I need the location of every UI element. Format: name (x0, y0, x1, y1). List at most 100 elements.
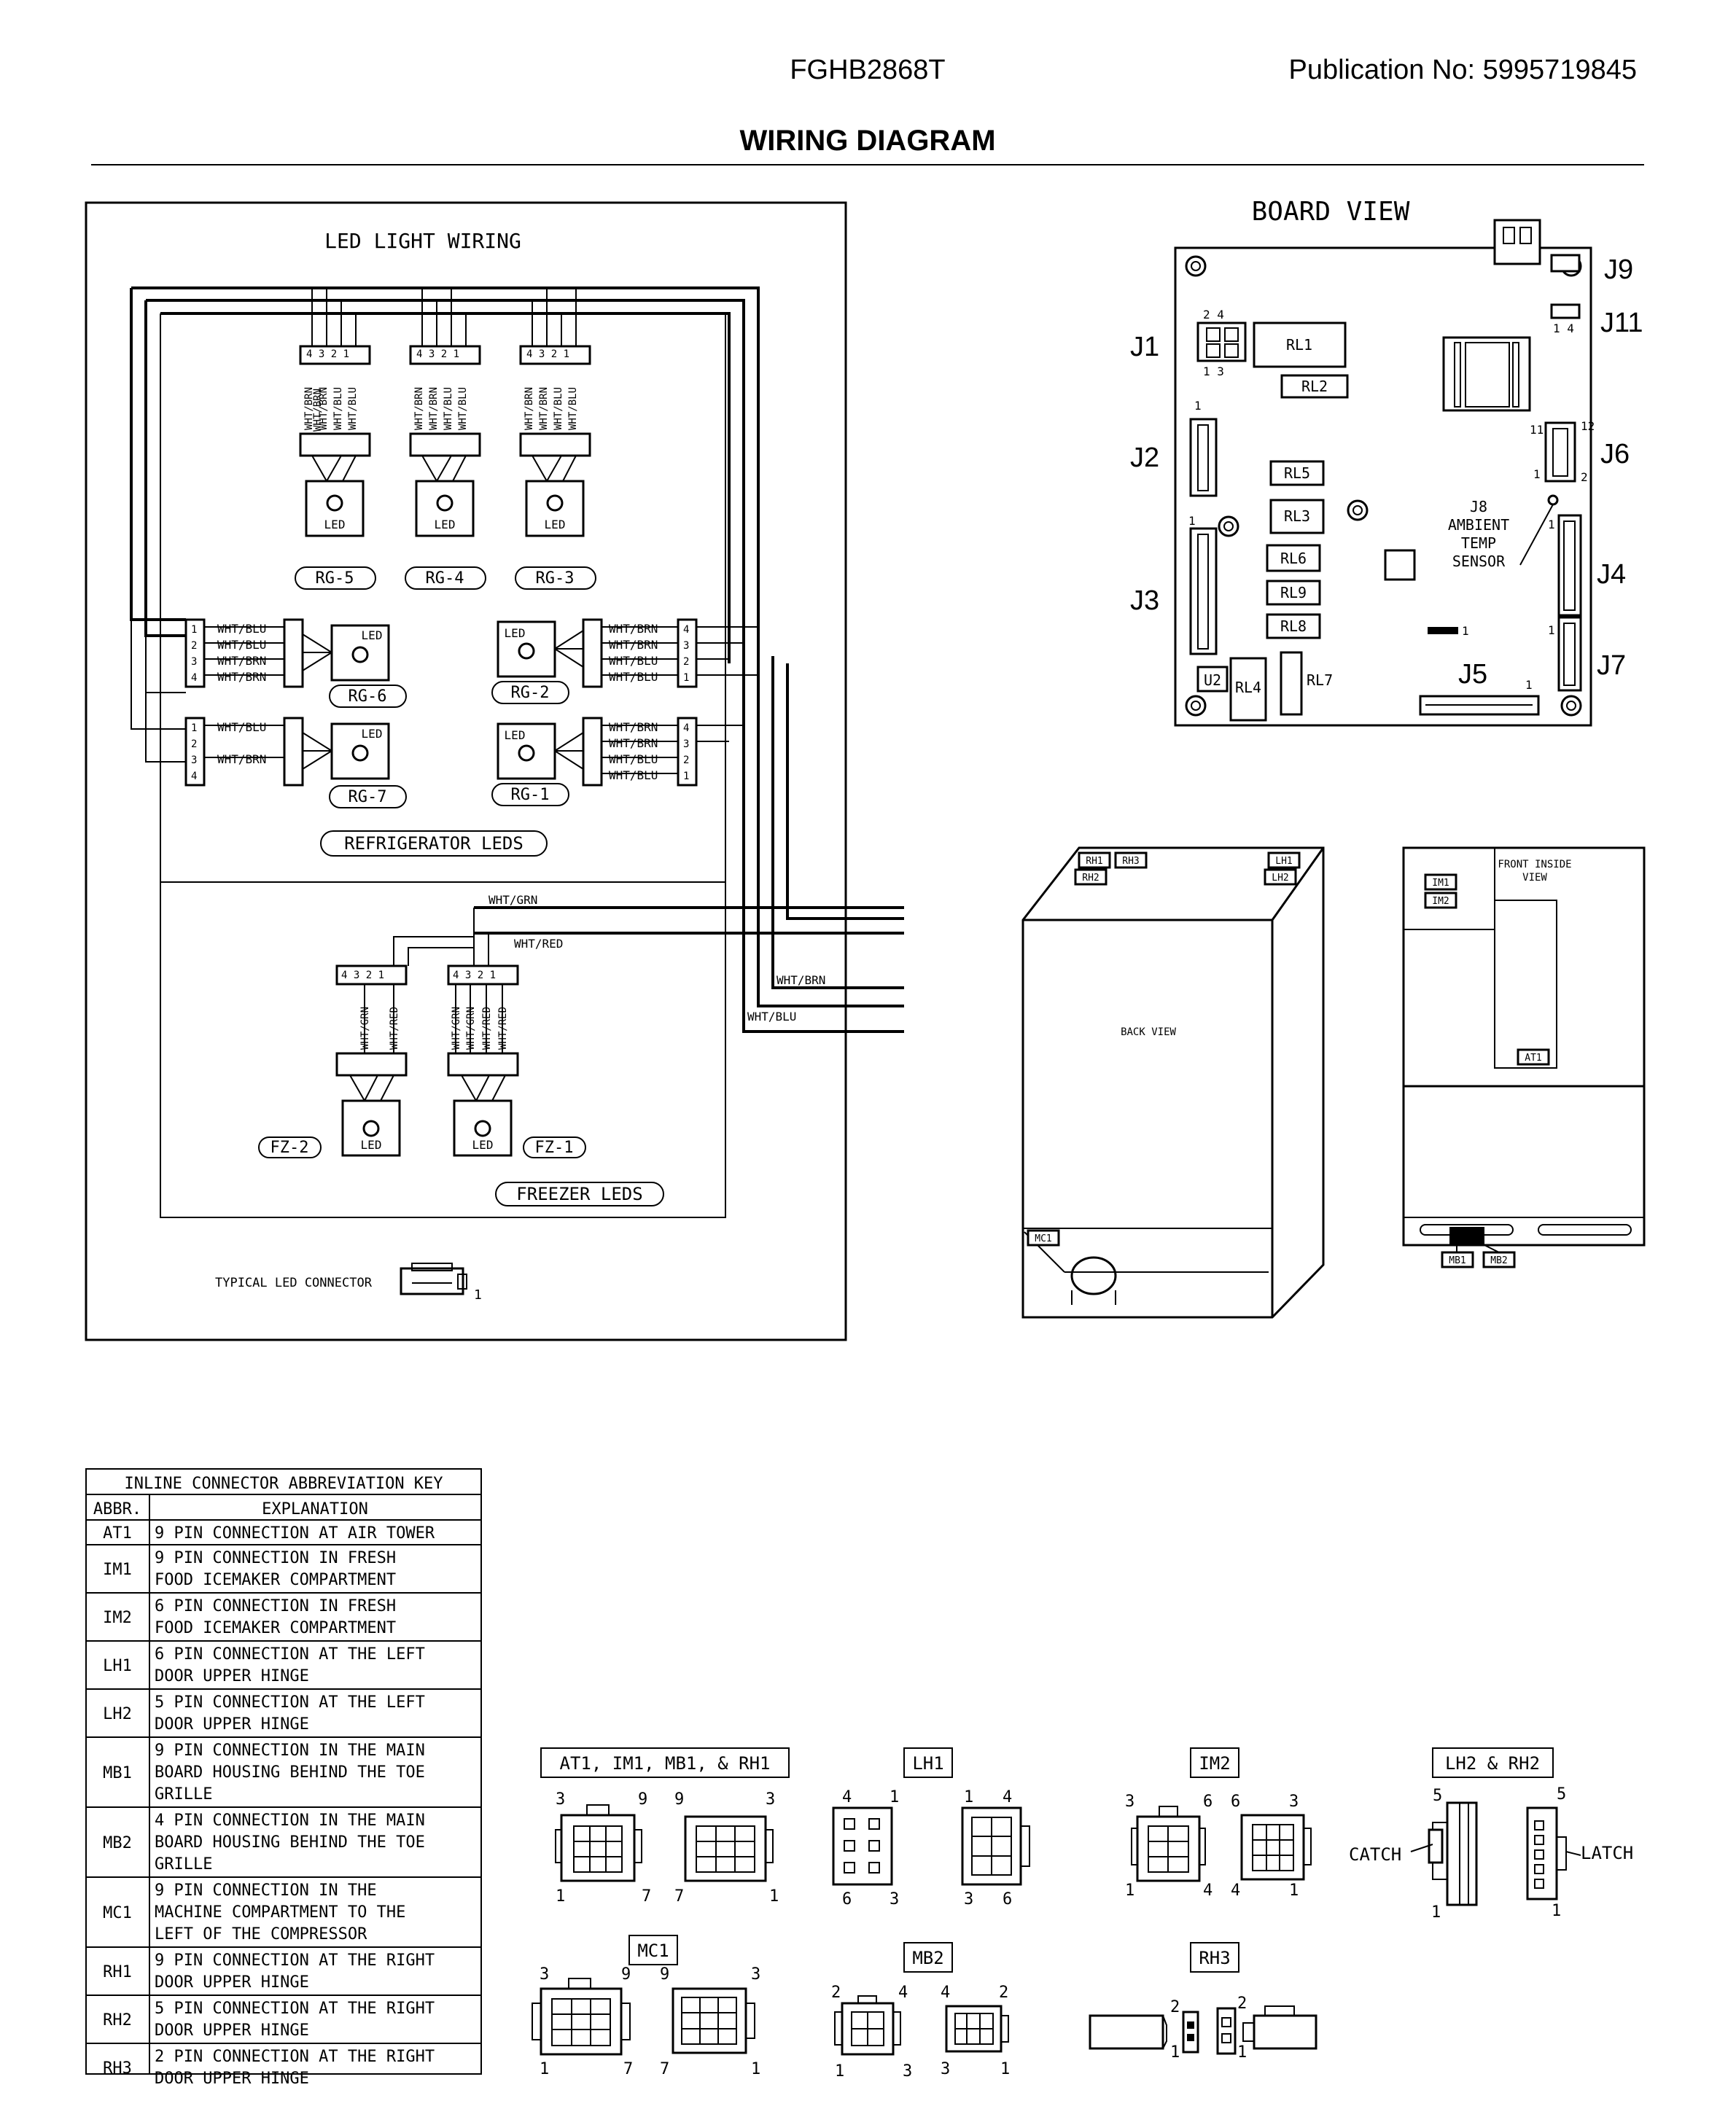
pin-number: 4 (941, 1984, 950, 2002)
connector-rh2-latch: 5 1 LATCH (1526, 1785, 1633, 1920)
connector-lh1-a: 4 1 6 3 (832, 1788, 899, 1908)
j7-pin: 1 (1548, 623, 1555, 637)
pin-number: 4 (1203, 1882, 1213, 1900)
wire-wht-brn: WHT/BRN (776, 973, 825, 987)
wire-label: WHT/BLU (567, 387, 579, 430)
im2-label: IM2 (1199, 1753, 1230, 1774)
j2-label: J2 (1130, 442, 1159, 473)
wire-label: WHT/BRN (428, 387, 440, 430)
typical-led-connector-label: TYPICAL LED CONNECTOR (215, 1276, 373, 1290)
abbr-cell: AT1 (103, 1524, 132, 1543)
explanation-line: DOOR UPPER HINGE (155, 1973, 309, 1992)
at1-group-label: AT1, IM1, MB1, & RH1 (560, 1753, 771, 1774)
pin-number: 1 (835, 2062, 844, 2081)
rg4-pins: 4 3 2 1 (416, 348, 459, 360)
abbreviation-table: INLINE CONNECTOR ABBREVIATION KEY ABBR. … (85, 1468, 482, 2088)
front-inside-label-1: FRONT INSIDE (1498, 859, 1571, 870)
led-group-fz2: 4 3 2 1 WHT/GRN WHT/RED LED FZ-2 (258, 964, 408, 1158)
pin-number: 3 (540, 1965, 549, 1984)
tag-rh3: RH3 (1122, 856, 1139, 867)
u2-label: U2 (1204, 671, 1221, 689)
j9-label: J9 (1604, 254, 1633, 285)
wire-label: WHT/BLU (609, 670, 658, 684)
pin-number: 9 (674, 1790, 684, 1809)
wire-label: WHT/BLU (457, 387, 469, 430)
explanation-line: MACHINE COMPARTMENT TO THE (155, 1903, 405, 1922)
connector-im2-a: 3 6 1 4 (1125, 1793, 1213, 1900)
wire-wht-red: WHT/RED (514, 937, 563, 951)
explanation-line: BOARD HOUSING BEHIND THE TOE (155, 1833, 425, 1852)
rg5-wire-labels: WHT/BRN (312, 389, 324, 432)
rg3-led-tag: RG-3 (536, 569, 575, 588)
wire-label: WHT/BRN (609, 720, 658, 734)
j1-label: J1 (1130, 332, 1159, 362)
led-wiring-title: LED LIGHT WIRING (324, 229, 521, 253)
svg-text:1: 1 (191, 722, 197, 734)
rg5-led-label: LED (324, 518, 346, 531)
rg7-led-tag: RG-7 (349, 788, 387, 806)
j2-pin: 1 (1194, 399, 1202, 413)
wire-label: WHT/BLU (217, 638, 266, 652)
freezer-leds-label: FREEZER LEDS (516, 1184, 642, 1204)
latch-label: LATCH (1581, 1843, 1633, 1863)
led-group-rg2: LED WHT/BRN WHT/BRN WHT/BLU WHT/BLU 4 3 … (491, 618, 698, 704)
abbr-cell: MC1 (103, 1904, 132, 1922)
led-group-rg3: LED 4 3 2 1 RG-3 (515, 288, 596, 590)
pin-number: 3 (751, 1965, 760, 1984)
rg3-pins: 4 3 2 1 (526, 348, 569, 360)
led-group-rg6: 1 2 3 4 WHT/BLU WHT/BLU WHT/BRN WHT/BRN … (184, 618, 407, 708)
svg-text:2: 2 (683, 755, 689, 766)
pin-number: 9 (660, 1965, 669, 1984)
wire-label: WHT/BRN (538, 387, 550, 430)
j3-pin: 1 (1188, 514, 1196, 528)
tag-rh2: RH2 (1082, 873, 1099, 884)
tag-mc1: MC1 (1035, 1233, 1051, 1244)
wire-label: WHT/BLU (332, 387, 344, 430)
tag-lh1: LH1 (1275, 856, 1292, 867)
pin-number: 3 (766, 1790, 775, 1809)
back-view: BACK VIEW RH1 RH3 RH2 LH1 LH2 MC1 (1021, 846, 1325, 1319)
connector-lh1-b: 1 4 3 6 (961, 1788, 1030, 1908)
j6-label: J6 (1600, 439, 1630, 469)
rg7-led-label: LED (362, 727, 383, 741)
connector-im2-b: 6 3 4 1 (1231, 1793, 1312, 1900)
rl5-label: RL5 (1284, 464, 1310, 482)
j5-label: J5 (1458, 659, 1487, 690)
led-group-rg4: LED 4 3 2 1 RG-4 (405, 288, 486, 590)
svg-text:1: 1 (683, 771, 689, 782)
rl3-label: RL3 (1284, 507, 1310, 525)
wire-label: WHT/BRN (523, 387, 535, 430)
pin-number: 3 (1125, 1793, 1134, 1811)
led-group-fz1: 4 3 2 1 WHT/GRN WHT/GRN WHT/RED WHT/RED … (447, 908, 586, 1158)
explanation-line: 9 PIN CONNECTION IN THE (155, 1882, 377, 1900)
explanation-line: 4 PIN CONNECTION IN THE MAIN (155, 1812, 425, 1830)
pin-number: 7 (674, 1887, 684, 1906)
tag-at1: AT1 (1525, 1053, 1541, 1064)
wire-label: WHT/BLU (443, 387, 454, 430)
svg-text:3: 3 (191, 656, 197, 668)
lh1-label: LH1 (912, 1753, 943, 1774)
wire-label: WHT/BLU (217, 622, 266, 636)
connector-rh3: 2 1 2 1 (1089, 1995, 1317, 2062)
rg2-led-tag: RG-2 (511, 684, 550, 702)
pin-number: 3 (890, 1890, 899, 1908)
rg4-led-label: LED (435, 518, 456, 531)
front-inside-label-2: VIEW (1522, 872, 1547, 884)
abbr-cell: RH2 (103, 2011, 132, 2030)
rh3-label: RH3 (1199, 1948, 1230, 1968)
pin-number: 3 (1289, 1793, 1299, 1811)
pin-number: 1 (1289, 1882, 1299, 1900)
rg1-led-label: LED (505, 728, 526, 742)
explanation-line: BOARD HOUSING BEHIND THE TOE (155, 1763, 425, 1782)
refrigerator-leds-label: REFRIGERATOR LEDS (344, 833, 523, 854)
j6-pin-1: 1 (1533, 467, 1541, 481)
pin-number: 9 (621, 1965, 631, 1984)
svg-text:4 3 2 1: 4 3 2 1 (453, 970, 496, 981)
explanation-line: 2 PIN CONNECTION AT THE RIGHT (155, 2048, 435, 2066)
lh2-rh2-label: LH2 & RH2 (1445, 1753, 1540, 1774)
j11-pins: 1 4 (1553, 321, 1574, 335)
connector-mc1-b: 9 3 7 1 (660, 1965, 760, 2078)
back-view-label: BACK VIEW (1121, 1026, 1176, 1038)
pin-number: 5 (1557, 1785, 1566, 1804)
